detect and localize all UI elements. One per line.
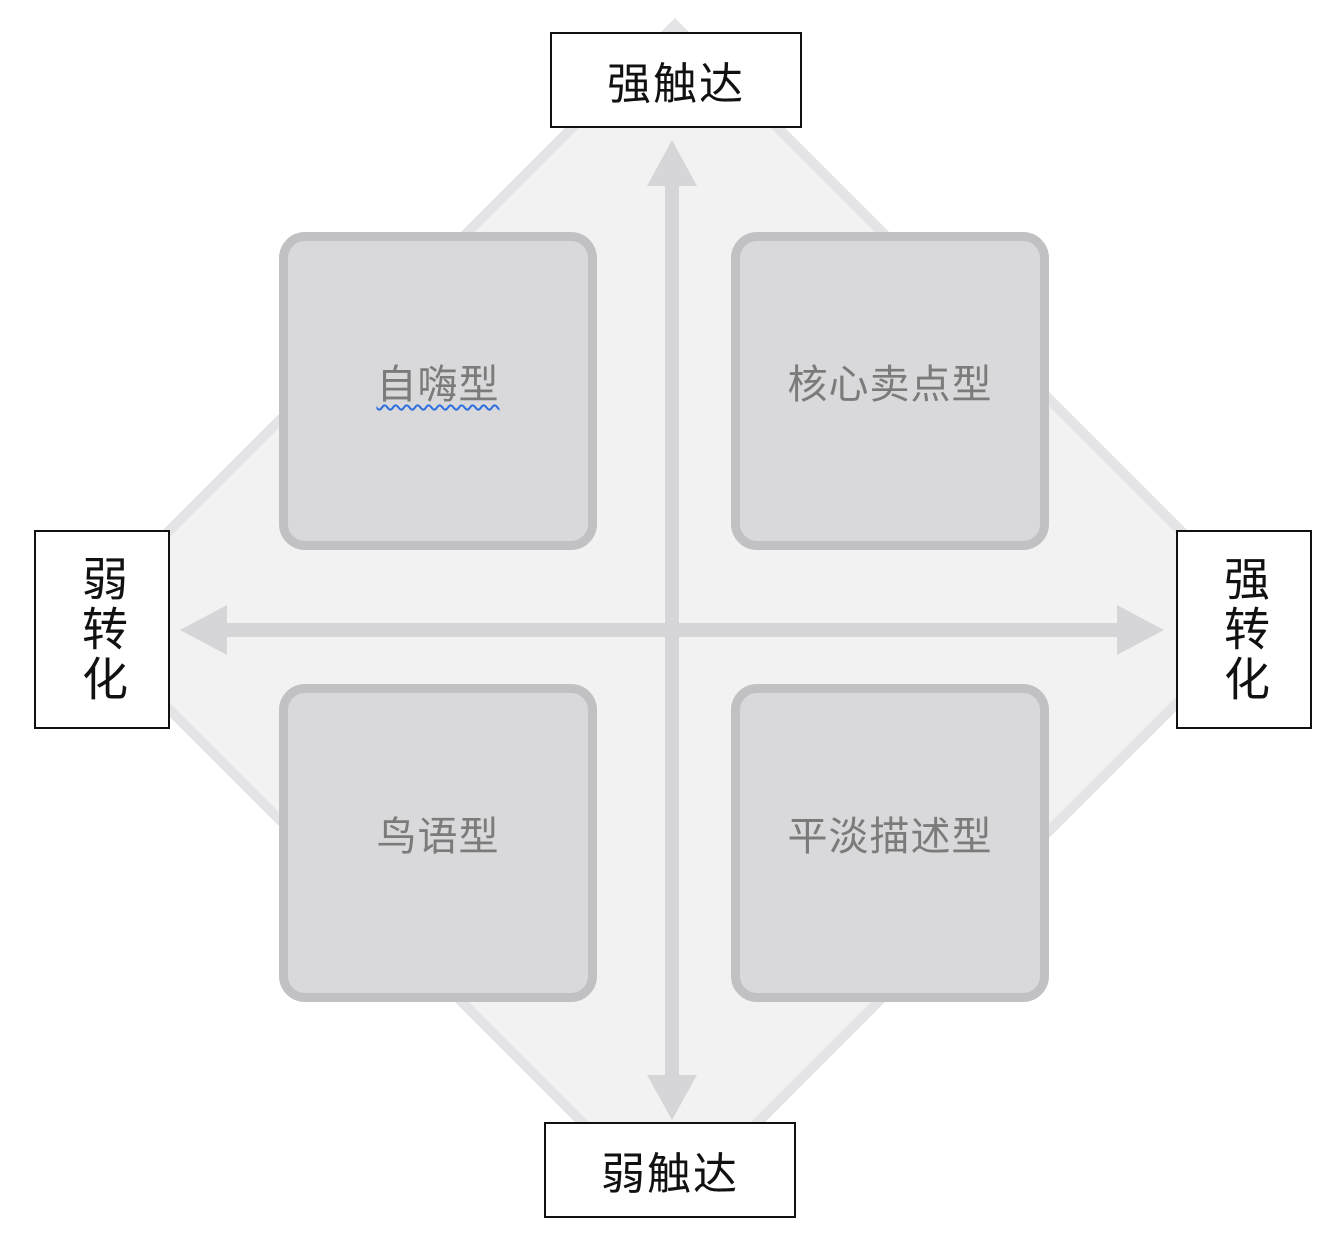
arrow-down-icon — [647, 1075, 697, 1120]
quadrant-bottom-left: 鸟语型 — [279, 684, 597, 1002]
quadrant-label: 平淡描述型 — [787, 814, 993, 860]
quadrant-label: 鸟语型 — [376, 814, 500, 860]
axis-label-right: 强转化 — [1176, 530, 1312, 729]
axis-label-top: 强触达 — [550, 32, 802, 128]
horizontal-axis-line — [220, 623, 1122, 637]
axis-label-left: 弱转化 — [34, 530, 170, 729]
quadrant-bottom-right: 平淡描述型 — [731, 684, 1049, 1002]
axis-label-text: 强触达 — [607, 59, 745, 110]
arrow-right-icon — [1117, 605, 1164, 655]
quadrant-top-left: 自嗨型 — [279, 232, 597, 550]
axis-label-bottom: 弱触达 — [544, 1122, 796, 1218]
arrow-left-icon — [180, 605, 227, 655]
axis-label-text: 弱转化 — [75, 554, 129, 705]
quadrant-label: 自嗨型 — [376, 362, 500, 408]
arrow-up-icon — [647, 140, 697, 186]
quadrant-label: 核心卖点型 — [787, 362, 993, 408]
axis-label-text: 强转化 — [1217, 554, 1271, 705]
axis-label-text: 弱触达 — [601, 1149, 739, 1200]
quadrant-top-right: 核心卖点型 — [731, 232, 1049, 550]
